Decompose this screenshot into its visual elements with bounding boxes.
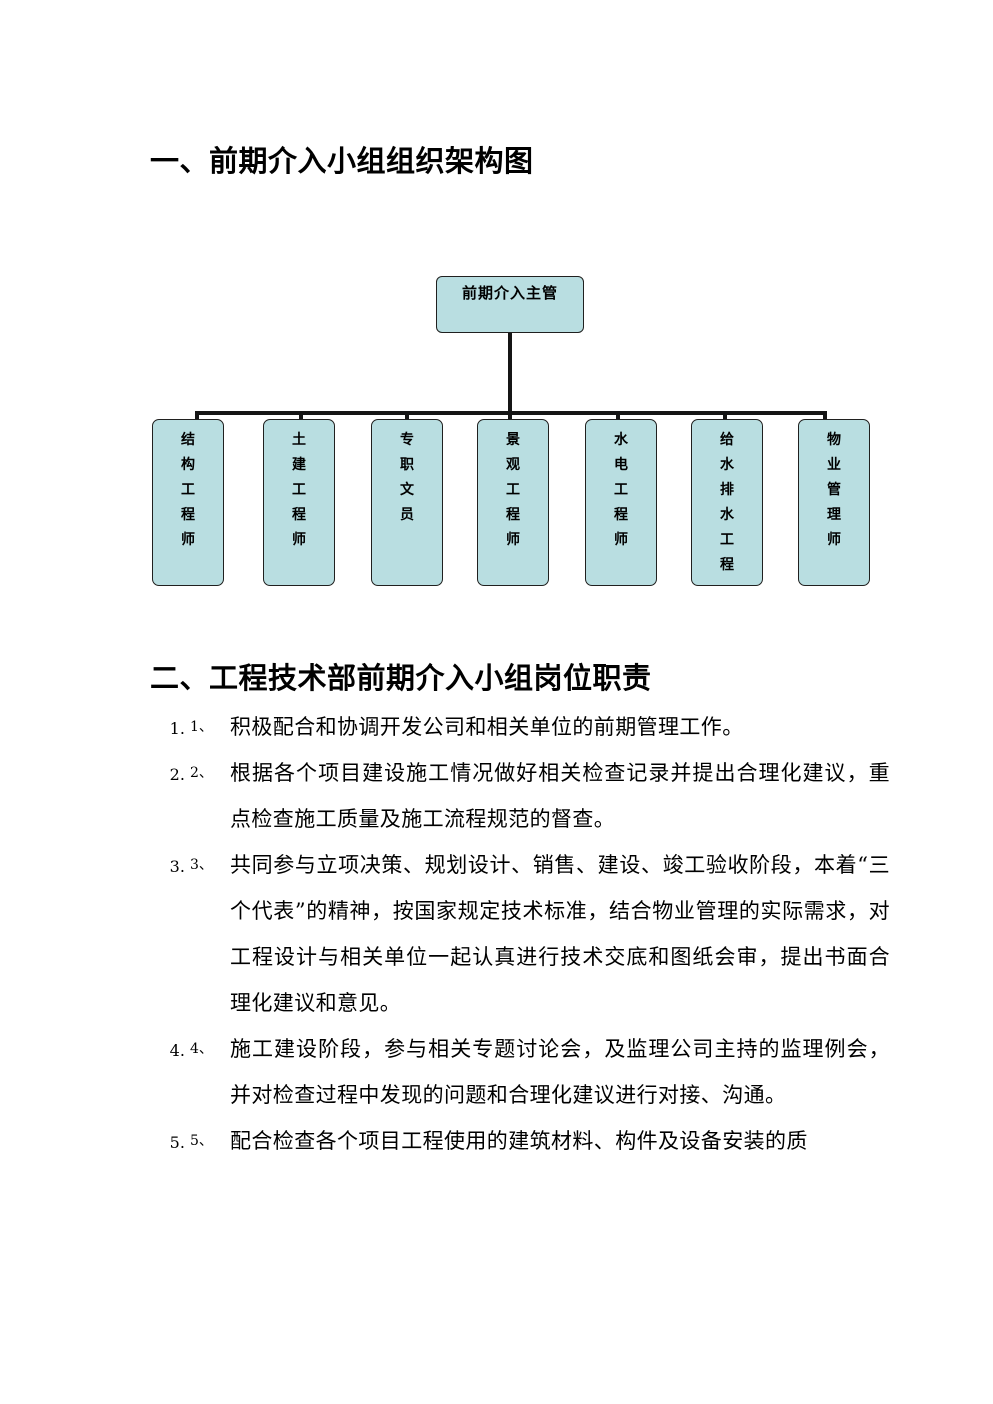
list-item: 4、 施工建设阶段，参与相关专题讨论会，及监理公司主持的监理例会，并对检查过程中… (190, 1026, 890, 1118)
list-item-marker: 2、 (190, 765, 213, 781)
responsibilities-list: 1、 积极配合和协调开发公司和相关单位的前期管理工作。 2、 根据各个项目建设施… (150, 704, 890, 1164)
org-node-child-4: 景观工程师 (477, 419, 549, 586)
connector-root-vertical (508, 333, 512, 415)
list-item-text: 根据各个项目建设施工情况做好相关检查记录并提出合理化建议，重点检查施工质量及施工… (230, 761, 890, 831)
org-node-child-2: 土建工程师 (263, 419, 335, 586)
list-item-marker: 5、 (190, 1133, 213, 1149)
org-node-root-label: 前期介入主管 (461, 284, 558, 302)
connector-drop-1 (195, 411, 199, 421)
org-node-child-1-label: 结构工程师 (181, 432, 195, 548)
section-2-heading: 二、工程技术部前期介入小组岗位职责 (150, 661, 652, 696)
list-item-marker: 1、 (190, 719, 213, 735)
org-node-child-5-label: 水电工程师 (614, 432, 628, 548)
connector-drop-6 (723, 411, 727, 421)
list-item-marker: 4、 (190, 1041, 213, 1057)
list-item: 1、 积极配合和协调开发公司和相关单位的前期管理工作。 (190, 704, 890, 750)
list-item: 2、 根据各个项目建设施工情况做好相关检查记录并提出合理化建议，重点检查施工质量… (190, 750, 890, 842)
org-node-child-7-label: 物业管理师 (827, 432, 841, 548)
list-item: 5、 配合检查各个项目工程使用的建筑材料、构件及设备安装的质 (190, 1118, 890, 1164)
list-item-text: 施工建设阶段，参与相关专题讨论会，及监理公司主持的监理例会，并对检查过程中发现的… (230, 1037, 890, 1107)
connector-drop-2 (299, 411, 303, 421)
org-node-child-3-label: 专职文员 (400, 432, 414, 523)
list-item-text: 共同参与立项决策、规划设计、销售、建设、竣工验收阶段，本着“三个代表”的精神，按… (230, 853, 890, 1015)
org-node-child-5: 水电工程师 (585, 419, 657, 586)
list-item-text: 积极配合和协调开发公司和相关单位的前期管理工作。 (230, 715, 744, 739)
org-node-child-2-label: 土建工程师 (292, 432, 306, 548)
connector-drop-3 (405, 411, 409, 421)
org-node-child-6: 给水排水工程 (691, 419, 763, 586)
org-node-root: 前期介入主管 (436, 276, 584, 333)
connector-drop-4 (508, 411, 512, 421)
list-item: 3、 共同参与立项决策、规划设计、销售、建设、竣工验收阶段，本着“三个代表”的精… (190, 842, 890, 1026)
org-node-child-6-label: 给水排水工程 (720, 432, 734, 573)
org-node-child-3: 专职文员 (371, 419, 443, 586)
connector-drop-7 (823, 411, 827, 421)
list-item-text: 配合检查各个项目工程使用的建筑材料、构件及设备安装的质 (230, 1129, 808, 1153)
org-node-child-7: 物业管理师 (798, 419, 870, 586)
section-1-heading: 一、前期介入小组组织架构图 (150, 144, 534, 179)
org-node-child-1: 结构工程师 (152, 419, 224, 586)
connector-drop-5 (616, 411, 620, 421)
list-item-marker: 3、 (190, 857, 213, 873)
org-chart-diagram: 前期介入主管 结构工程师 土建工程师 专职文员 景观工程师 水电工程师 给水排水… (0, 255, 993, 600)
org-node-child-4-label: 景观工程师 (506, 432, 520, 548)
